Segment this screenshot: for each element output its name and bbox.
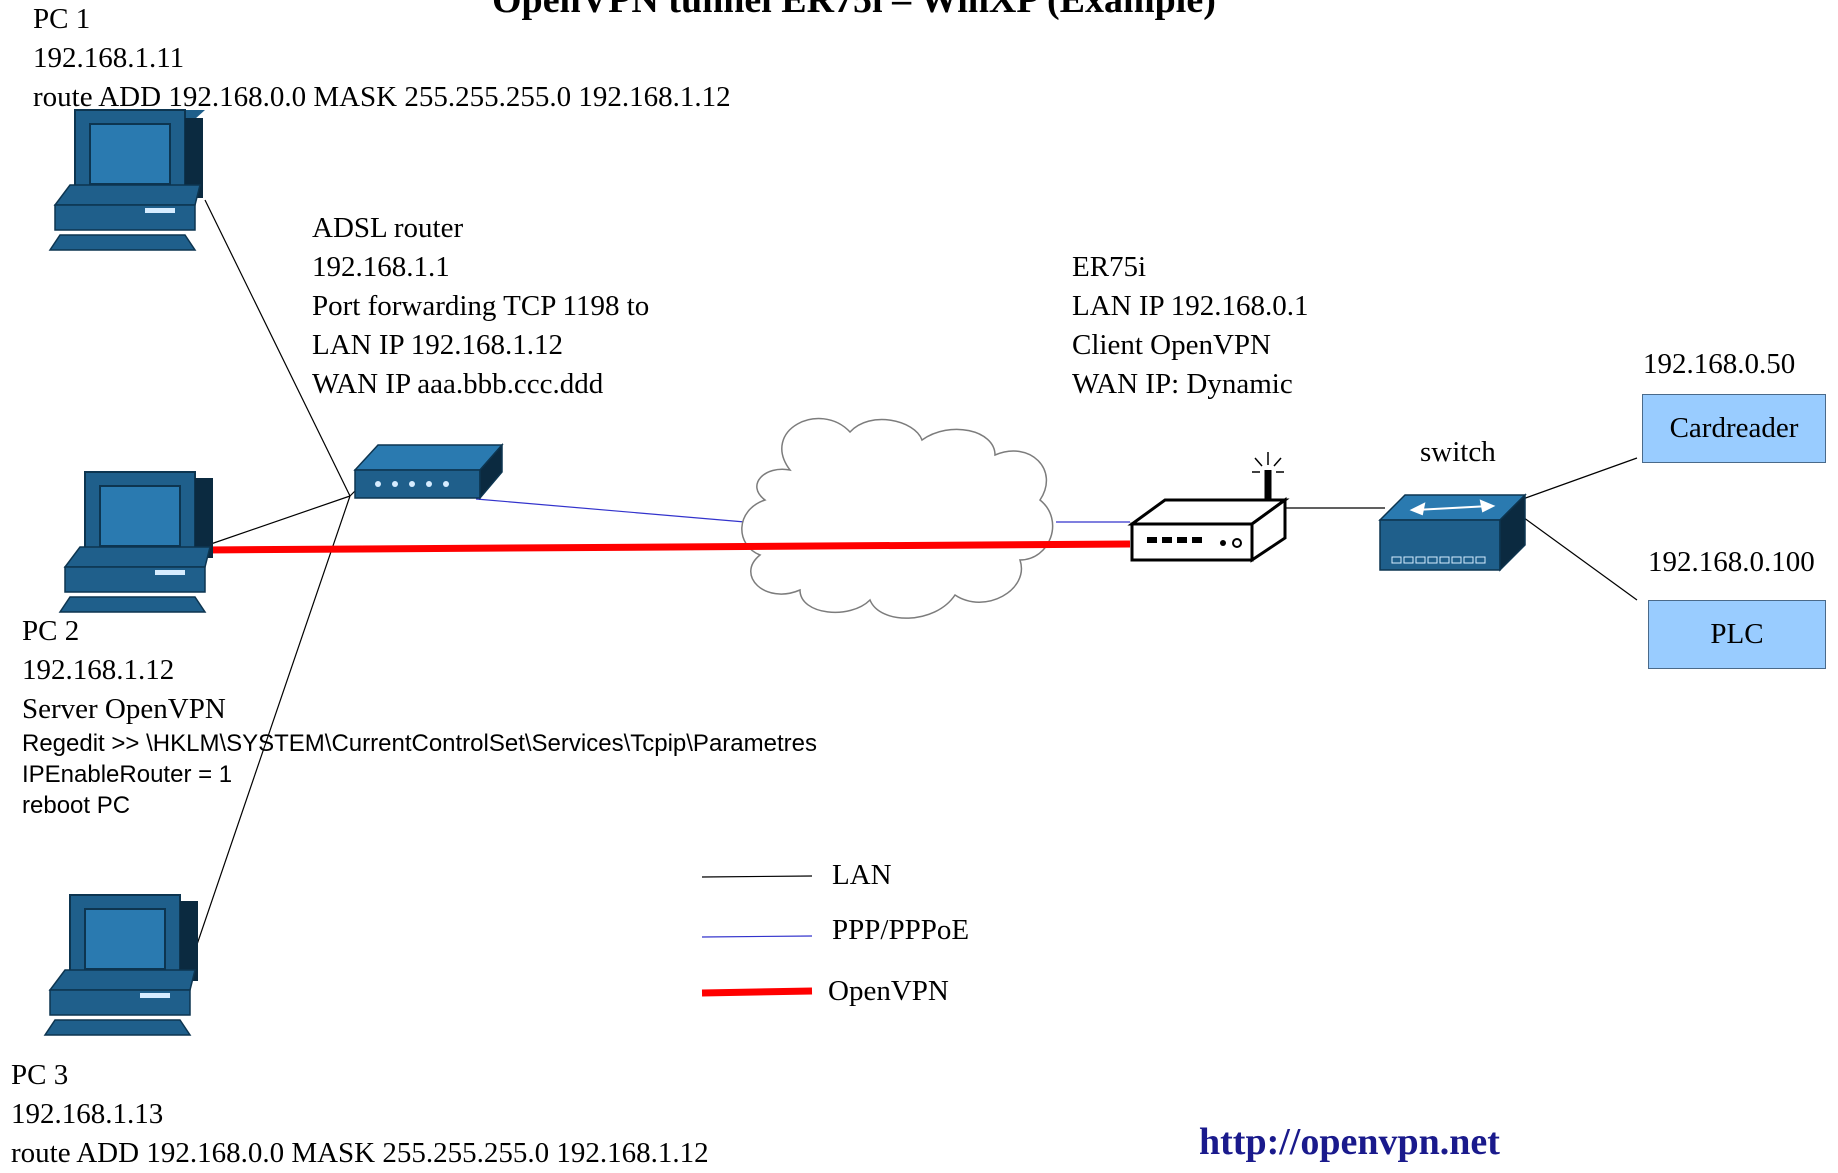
openvpn-url-link[interactable]: http://openvpn.net	[1199, 1121, 1500, 1163]
pc3-name: PC 3	[11, 1059, 69, 1091]
pc1-name: PC 1	[33, 3, 91, 35]
legend-openvpn-label: OpenVPN	[828, 975, 949, 1007]
adsl-router-wan-ip: WAN IP aaa.bbb.ccc.ddd	[312, 368, 604, 400]
cardreader-box: Cardreader	[1642, 394, 1826, 463]
cloud-icon	[741, 417, 1054, 619]
pc3-label: PC 3 192.168.1.13 route ADD 192.168.0.0 …	[11, 1056, 709, 1173]
lan-link-pc3	[189, 495, 351, 966]
pc2-computer-icon	[58, 471, 213, 613]
lan-link-pc1	[204, 199, 351, 497]
legend-lan-label: LAN	[832, 859, 892, 891]
ppp-link-router-cloud	[475, 498, 746, 523]
pc2-regedit: Regedit >> \HKLM\SYSTEM\CurrentControlSe…	[22, 730, 817, 757]
pc1-ip: 192.168.1.11	[33, 42, 185, 74]
pc2-ipenablerouter: IPEnableRouter = 1	[22, 761, 233, 788]
er75i-wan-ip: WAN IP: Dynamic	[1072, 368, 1293, 400]
pc2-role: Server OpenVPN	[22, 693, 226, 725]
pc1-label: PC 1 192.168.1.11 route ADD 192.168.0.0 …	[33, 0, 731, 117]
pc1-computer-icon	[48, 109, 205, 251]
pc2-ip: 192.168.1.12	[22, 654, 175, 686]
pc3-ip: 192.168.1.13	[11, 1098, 164, 1130]
pc2-name: PC 2	[22, 615, 80, 647]
adsl-router-lan-ip: LAN IP 192.168.1.12	[312, 329, 564, 361]
cardreader-ip: 192.168.0.50	[1643, 348, 1796, 380]
legend-openvpn-swatch	[701, 987, 813, 997]
pc2-notes: Regedit >> \HKLM\SYSTEM\CurrentControlSe…	[22, 728, 817, 821]
adsl-router-forwarding: Port forwarding TCP 1198 to	[312, 290, 650, 322]
adsl-router-label: ADSL router 192.168.1.1 Port forwarding …	[312, 209, 649, 404]
ppp-links	[475, 498, 1130, 523]
er75i-lan-ip: LAN IP 192.168.0.1	[1072, 290, 1309, 322]
pc3-route: route ADD 192.168.0.0 MASK 255.255.255.0…	[11, 1137, 709, 1169]
legend-ppp-swatch	[701, 935, 813, 938]
diagram-title: OpenVPN tunnel ER75i – WinXP (Example)	[492, 0, 1216, 21]
lan-link-pc2	[204, 495, 351, 547]
legend-ppp-label: PPP/PPPoE	[832, 914, 970, 946]
adsl-router-icon	[353, 443, 504, 501]
openvpn-tunnel	[204, 540, 1131, 554]
er75i-name: ER75i	[1072, 251, 1147, 283]
switch-icon	[1378, 493, 1527, 572]
pc2-reboot: reboot PC	[22, 792, 131, 819]
lan-link-switch-plc	[1519, 514, 1638, 601]
pc2-label: PC 2 192.168.1.12 Server OpenVPN	[22, 612, 226, 729]
plc-box: PLC	[1648, 600, 1826, 669]
pc3-computer-icon	[43, 894, 198, 1036]
lan-links	[189, 199, 1638, 966]
er75i-label: ER75i LAN IP 192.168.0.1 Client OpenVPN …	[1072, 248, 1309, 404]
adsl-router-name: ADSL router	[312, 212, 464, 244]
switch-label: switch	[1420, 436, 1496, 468]
er75i-router-icon	[1127, 452, 1290, 563]
er75i-client: Client OpenVPN	[1072, 329, 1271, 361]
lan-link-switch-cardreader	[1519, 457, 1638, 501]
adsl-router-ip: 192.168.1.1	[312, 251, 450, 283]
legend-lan-swatch	[701, 875, 813, 878]
plc-ip: 192.168.0.100	[1648, 546, 1815, 578]
pc1-route: route ADD 192.168.0.0 MASK 255.255.255.0…	[33, 81, 731, 113]
